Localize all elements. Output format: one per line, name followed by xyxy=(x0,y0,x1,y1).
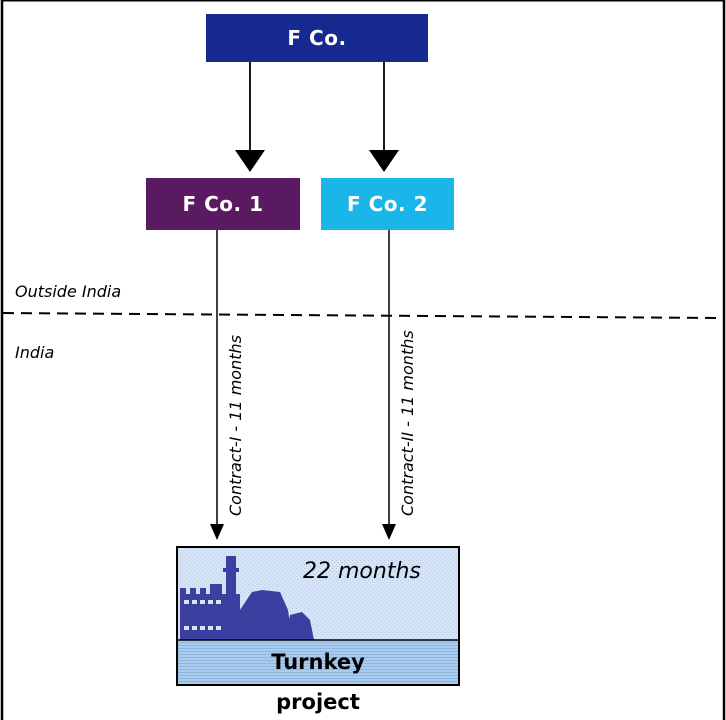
subsidiary-2-box: F Co. 2 xyxy=(321,178,454,230)
project-label-line2: project xyxy=(276,690,360,714)
contract2-arrow-head xyxy=(382,524,396,540)
contract1-arrow-head xyxy=(210,524,224,540)
subsidiary-2-label: F Co. 2 xyxy=(346,192,429,216)
contract-2-label: Contract-II - 11 months xyxy=(398,330,417,516)
turnkey-project-illustration xyxy=(176,546,460,686)
border-dashed-line xyxy=(2,312,725,319)
project-base xyxy=(177,640,459,685)
contract-1-label: Contract-I - 11 months xyxy=(226,335,245,516)
arrow-head-sub2 xyxy=(369,150,399,172)
project-border xyxy=(176,546,460,686)
project-duration: 22 months xyxy=(303,559,421,584)
subsidiary-1-box: F Co. 1 xyxy=(146,178,300,230)
subsidiary-1-label: F Co. 1 xyxy=(182,192,264,216)
project-label-line1: Turnkey xyxy=(271,650,365,674)
arrow-head-sub1 xyxy=(235,150,265,172)
parent-company-box: F Co. xyxy=(206,14,428,62)
parent-company-label: F Co. xyxy=(287,26,347,50)
factory-windows xyxy=(184,600,221,630)
region-outside-india: Outside India xyxy=(15,282,122,301)
region-india: India xyxy=(15,343,55,362)
